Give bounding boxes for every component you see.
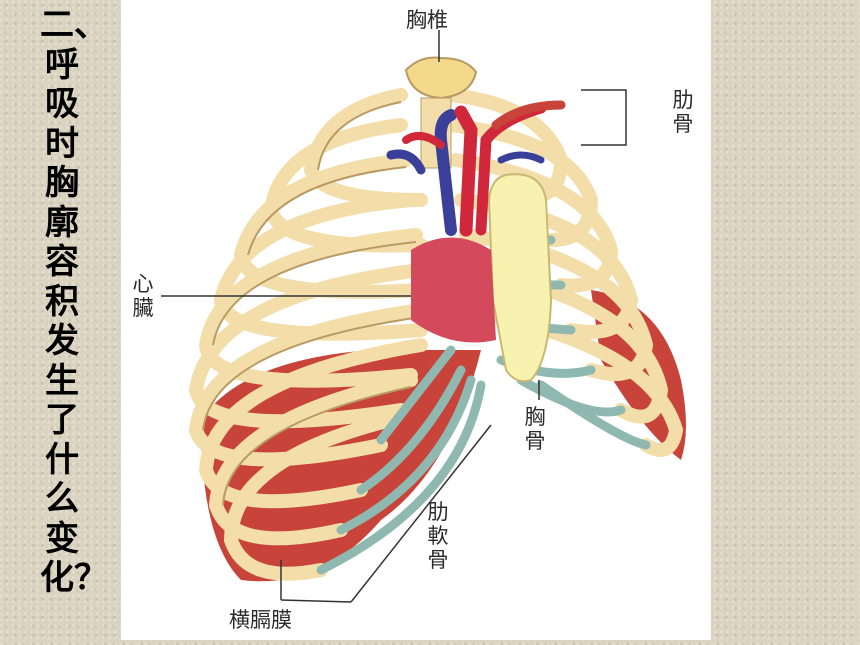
great-vessels	[386, 100, 566, 237]
ribs-left	[188, 88, 428, 581]
label-diaphragm: 横膈膜	[229, 608, 292, 632]
label-costal-cartilage: 肋軟骨	[427, 500, 449, 572]
label-ribs: 肋骨	[672, 88, 694, 136]
diagram-panel: 胸椎 肋骨 心臟 胸骨 肋軟骨 横膈膜	[121, 0, 711, 640]
vertebra-bone	[404, 56, 478, 100]
heart-organ	[411, 237, 496, 343]
sternum-bone	[487, 173, 553, 383]
label-heart: 心臟	[132, 272, 154, 320]
slide-title: 二、呼吸时胸廓容积发生了什么变化？	[40, 5, 108, 598]
label-vertebra: 胸椎	[406, 8, 448, 32]
label-sternum: 胸骨	[524, 405, 546, 453]
rib-outlines-left	[202, 101, 422, 506]
leader-lines	[161, 30, 627, 603]
ribcage-illustration	[161, 30, 686, 603]
